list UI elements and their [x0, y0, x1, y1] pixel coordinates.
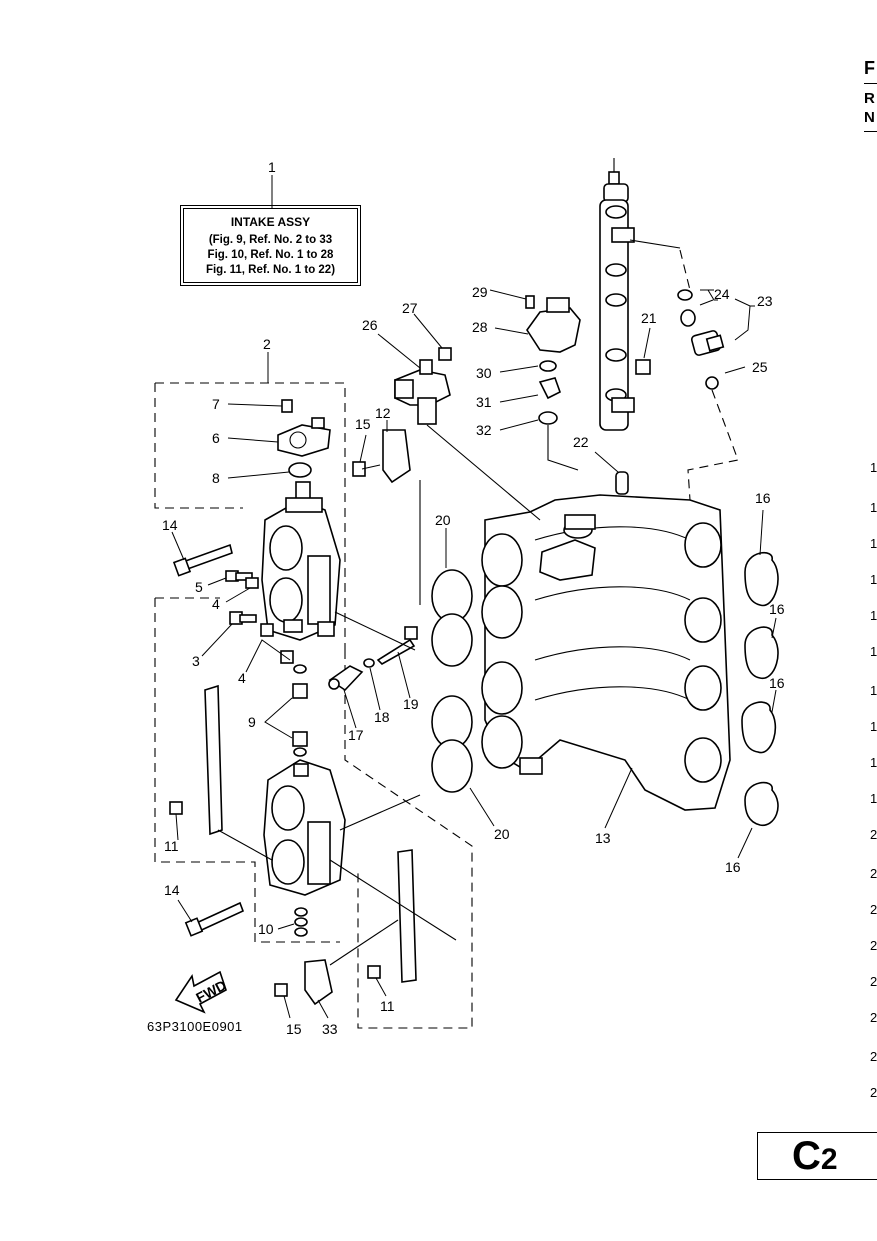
- margin-digit: 2: [870, 938, 877, 953]
- header-fragment-n: N: [864, 109, 875, 126]
- washers: [264, 664, 308, 757]
- callout-17: 17: [348, 727, 364, 743]
- figure-code: 63P3100E0901: [147, 1019, 243, 1034]
- throttle-body-lower: [263, 759, 421, 896]
- callout-15: 15: [355, 416, 371, 432]
- callout-33: 33: [322, 1021, 338, 1037]
- idle-speed-control: [377, 313, 541, 521]
- callout-9: 9: [248, 714, 256, 730]
- plate-right: [329, 849, 457, 997]
- margin-digit: 2: [870, 902, 877, 917]
- margin-digit: 1: [870, 719, 877, 734]
- callout-22: 22: [573, 434, 589, 450]
- fuel-rail-bolts: [594, 327, 651, 495]
- intake-assy-name: INTAKE ASSY: [230, 215, 311, 229]
- margin-digit: 2: [870, 866, 877, 881]
- callout-30: 30: [476, 365, 492, 381]
- callout-3: 3: [192, 653, 200, 669]
- callout-20: 20: [494, 826, 510, 842]
- callout-25: 25: [752, 359, 768, 375]
- callout-29: 29: [472, 284, 488, 300]
- callout-16: 16: [769, 675, 785, 691]
- margin-digit: 1: [870, 460, 877, 475]
- intake-gaskets: [737, 509, 779, 859]
- washers-lower: [277, 907, 308, 937]
- page-code-box: C2: [757, 1132, 877, 1180]
- callout-32: 32: [476, 422, 492, 438]
- callout-13: 13: [595, 830, 611, 846]
- callout-14: 14: [162, 517, 178, 533]
- callout-24: 24: [714, 286, 730, 302]
- intake-assy-title-box: INTAKE ASSY (Fig. 9, Ref. No. 2 to 33 Fi…: [183, 208, 358, 283]
- margin-digit: 1: [870, 608, 877, 623]
- plate-left: [169, 684, 273, 861]
- callout-27: 27: [402, 300, 418, 316]
- margin-digit: 1: [870, 755, 877, 770]
- callout-18: 18: [374, 709, 390, 725]
- bracket-33: [274, 959, 333, 1019]
- margin-digit: 2: [870, 1049, 877, 1064]
- callout-15: 15: [286, 1021, 302, 1037]
- callout-16: 16: [725, 859, 741, 875]
- margin-digit: 2: [870, 827, 877, 842]
- upper-bolts: [171, 531, 294, 673]
- margin-digit: 2: [870, 974, 877, 989]
- callout-21: 21: [641, 310, 657, 326]
- throttle-o-rings: [419, 480, 495, 827]
- page-code-letter: C: [792, 1134, 821, 1178]
- fuel-rail: [599, 158, 681, 431]
- margin-digit: 1: [870, 644, 877, 659]
- linkage-parts: [328, 611, 418, 729]
- fuel-injector-parts: [677, 249, 755, 501]
- callout-31: 31: [476, 394, 492, 410]
- callout-4: 4: [212, 596, 220, 612]
- margin-digit: 1: [870, 791, 877, 806]
- callout-labels: 1 2 3 4 4 5 6 7 8 9 10 11 11 12 13 14 14…: [162, 159, 785, 1037]
- title-box-line-1: (Fig. 9, Ref. No. 2 to 33: [208, 234, 333, 246]
- callout-7: 7: [212, 396, 220, 412]
- margin-digit: 1: [870, 683, 877, 698]
- header-fragment-f: F: [864, 58, 875, 78]
- callout-28: 28: [472, 319, 488, 335]
- page-code-number: 2: [820, 1143, 838, 1176]
- callout-2: 2: [263, 336, 271, 352]
- callout-14: 14: [164, 882, 180, 898]
- bracket-12: [352, 420, 411, 484]
- callout-26: 26: [362, 317, 378, 333]
- callout-4: 4: [238, 670, 246, 686]
- map-sensor: [489, 289, 581, 471]
- title-box-line-2: Fig. 10, Ref. No. 1 to 28: [207, 249, 334, 261]
- callout-11: 11: [380, 998, 395, 1014]
- callout-10: 10: [258, 921, 274, 937]
- callout-5: 5: [195, 579, 203, 595]
- lower-bolt: [177, 899, 245, 937]
- callout-20: 20: [435, 512, 451, 528]
- intake-manifold: [481, 494, 731, 829]
- callout-19: 19: [403, 696, 419, 712]
- callout-8: 8: [212, 470, 220, 486]
- callout-11: 11: [164, 838, 179, 854]
- callout-16: 16: [769, 601, 785, 617]
- callout-16: 16: [755, 490, 771, 506]
- header-fragment-r: R: [864, 90, 875, 107]
- callout-1: 1: [268, 159, 276, 175]
- title-box-line-3: Fig. 11, Ref. No. 1 to 22): [205, 264, 336, 276]
- callout-12: 12: [375, 405, 391, 421]
- throttle-body-upper: [261, 481, 341, 641]
- callout-23: 23: [757, 293, 773, 309]
- margin-digit: 1: [870, 536, 877, 551]
- header-rule: [864, 83, 877, 84]
- margin-digit: 2: [870, 1085, 877, 1100]
- fwd-arrow-icon: FWD: [174, 970, 229, 1014]
- callout-6: 6: [212, 430, 220, 446]
- margin-digit: 1: [870, 572, 877, 587]
- assembly-outline-dashed: [154, 382, 473, 1029]
- throttle-position-sensor: [227, 399, 331, 479]
- margin-digit: 2: [870, 1010, 877, 1025]
- margin-digit: 1: [870, 500, 877, 515]
- header-rule-2: [864, 131, 877, 132]
